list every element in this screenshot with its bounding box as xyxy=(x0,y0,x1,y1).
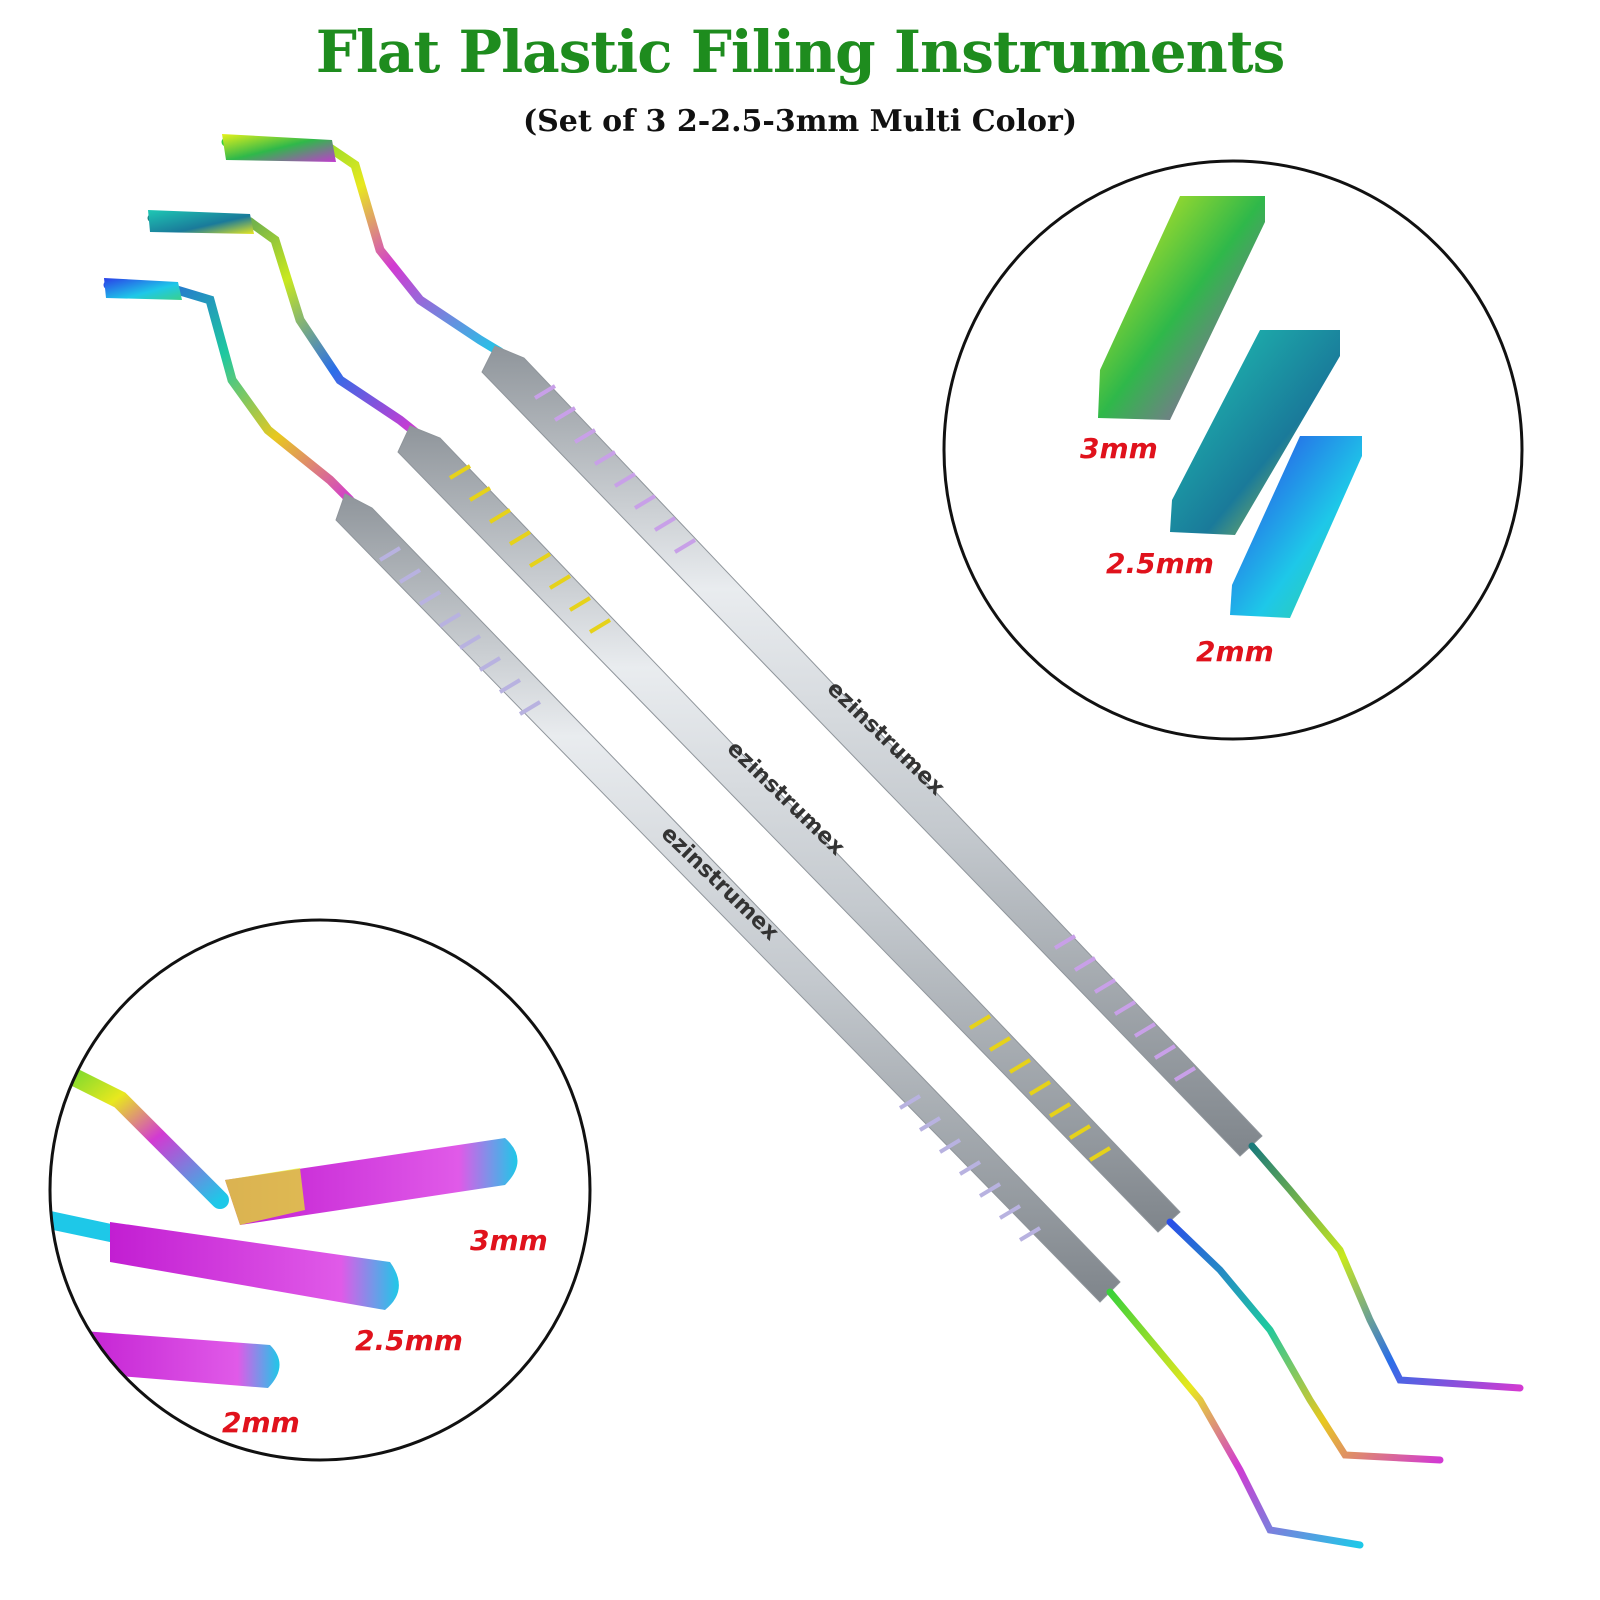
instrument-back-upper-tip xyxy=(221,137,505,357)
instrument-front-grip-pattern xyxy=(378,546,1042,1242)
zoom-tr-label-2.5mm: 2.5mm xyxy=(1106,547,1214,580)
instrument-middle: ezinstrumex xyxy=(147,210,1444,1464)
instrument-back: ezinstrumex xyxy=(221,134,1524,1392)
instrument-back-lower-tip xyxy=(1248,1142,1524,1392)
zoom-bl-label-3mm: 3mm xyxy=(470,1224,548,1257)
instrument-front-brand: ezinstrumex xyxy=(656,821,783,945)
instrument-front-upper-tip xyxy=(103,280,355,505)
instrument-middle-lower-tip xyxy=(1166,1218,1444,1464)
zoom-tr-label-3mm: 3mm xyxy=(1080,432,1158,465)
zoom-circle-bottom-left: 3mm 2.5mm 2mm xyxy=(48,918,592,1462)
instrument-middle-upper-blade xyxy=(148,210,254,234)
page-subtitle: (Set of 3 2-2.5-3mm Multi Color) xyxy=(522,104,1078,139)
instrument-front-lower-tip xyxy=(1106,1288,1364,1549)
zoom-tr-tip-2mm xyxy=(1230,436,1362,618)
page-title: Flat Plastic Filing Instruments xyxy=(315,18,1286,86)
instrument-middle-grip-pattern xyxy=(448,464,1112,1162)
instrument-back-upper-blade xyxy=(222,134,336,162)
zoom-circle-top-right: 3mm 2.5mm 2mm xyxy=(942,159,1524,741)
zoom-bl-shaft-2.5mm xyxy=(50,1209,129,1244)
instrument-front-upper-blade xyxy=(104,278,182,300)
zoom-bl-label-2.5mm: 2.5mm xyxy=(355,1324,463,1357)
zoom-tr-tip-2.5mm xyxy=(1170,330,1340,535)
zoom-bl-label-2mm: 2mm xyxy=(222,1406,300,1439)
instrument-back-grip-pattern xyxy=(533,384,1197,1082)
zoom-tr-label-2mm: 2mm xyxy=(1196,635,1274,668)
zoom-bl-tip-2.5mm xyxy=(110,1222,399,1310)
zoom-tr-tip-3mm xyxy=(1098,196,1265,420)
